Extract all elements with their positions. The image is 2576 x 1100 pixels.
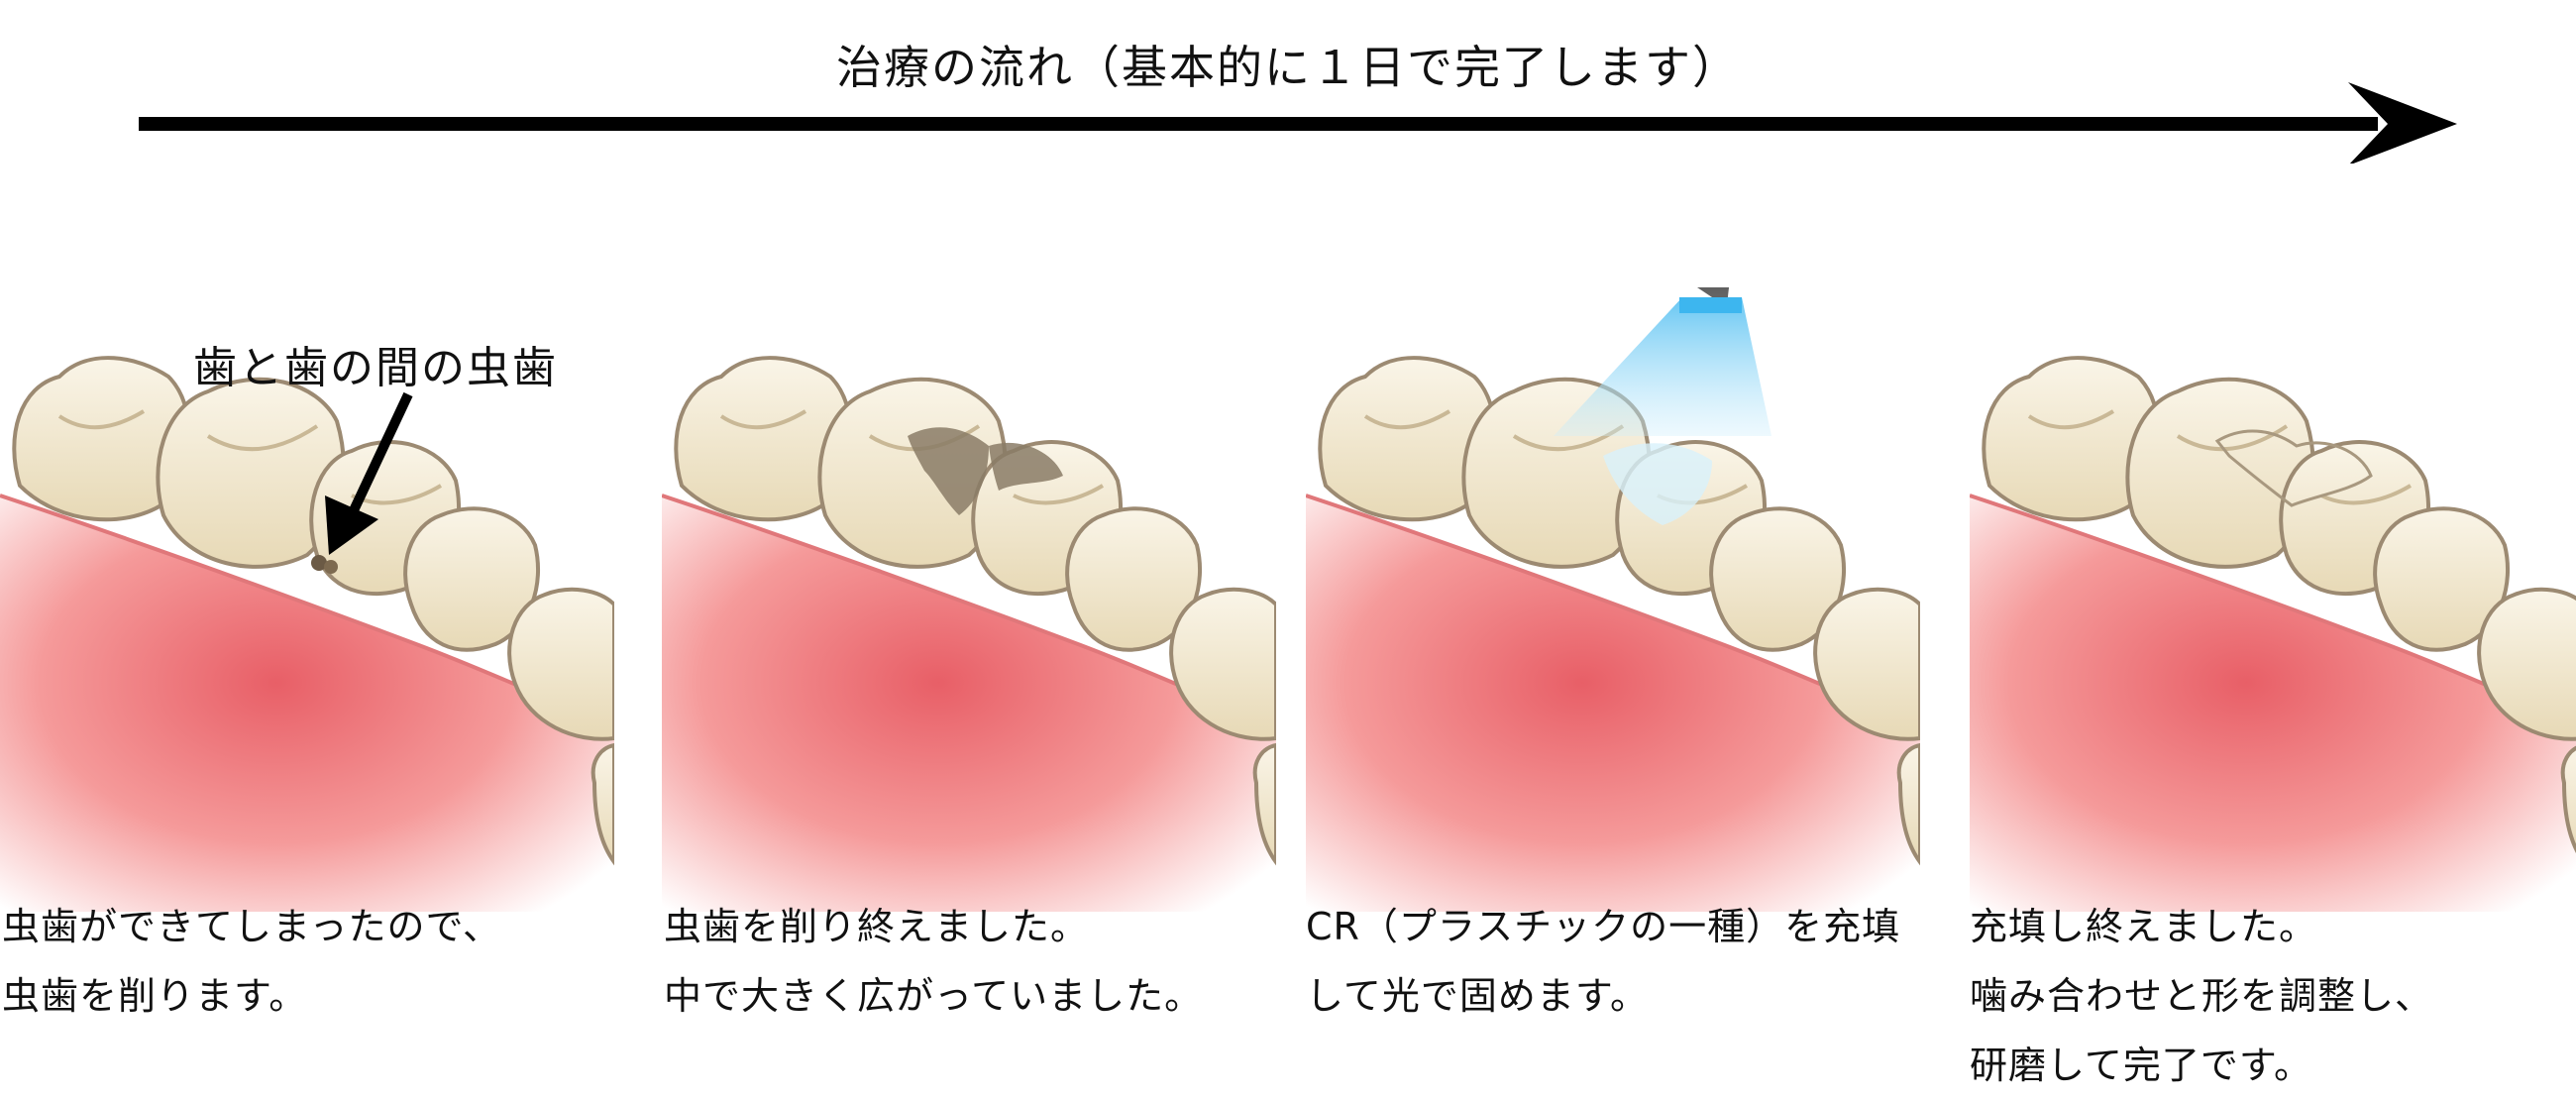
step-3-caption: CR（プラスチックの一種）を充填 して光で固めます。: [1306, 892, 1940, 1031]
step-1-caption: 虫歯ができてしまったので、 虫歯を削ります。: [2, 892, 636, 1031]
timeline-arrow-icon: [139, 82, 2457, 164]
step-1-illustration: [0, 287, 614, 912]
caption-line: して光で固めます。: [1306, 974, 1650, 1018]
caption-line: 充填し終えました。: [1970, 905, 2318, 948]
callout-label: 歯と歯の間の虫歯: [193, 343, 558, 393]
caption-line: 虫歯を削ります。: [2, 974, 308, 1018]
caption-line: 噛み合わせと形を調整し、: [1970, 974, 2434, 1018]
callout-arrow-icon: [325, 391, 413, 555]
caption-line: CR（プラスチックの一種）を充填: [1306, 905, 1901, 948]
caption-line: 中で大きく広がっていました。: [664, 974, 1204, 1018]
step-2-caption: 虫歯を削り終えました。 中で大きく広がっていました。: [664, 892, 1298, 1031]
curing-light-instrument-icon: [1679, 287, 1742, 313]
prepared-cavity-icon: [908, 427, 1063, 515]
step-2-illustration: [662, 287, 1276, 912]
step-4-illustration: [1970, 287, 2576, 912]
filled-restoration-icon: [2214, 429, 2373, 507]
step-3-illustration: [1306, 287, 1920, 912]
caption-line: 虫歯ができてしまったので、: [2, 905, 501, 948]
light-beam-icon: [1554, 297, 1771, 525]
caption-line: 虫歯を削り終えました。: [664, 905, 1090, 948]
cavity-spot-icon: [311, 555, 338, 574]
step-4-caption: 充填し終えました。 噛み合わせと形を調整し、 研磨して完了です。: [1970, 892, 2576, 1100]
page-title: 治療の流れ（基本的に１日で完了します）: [836, 41, 1740, 94]
caption-line: 研磨して完了です。: [1970, 1044, 2313, 1087]
